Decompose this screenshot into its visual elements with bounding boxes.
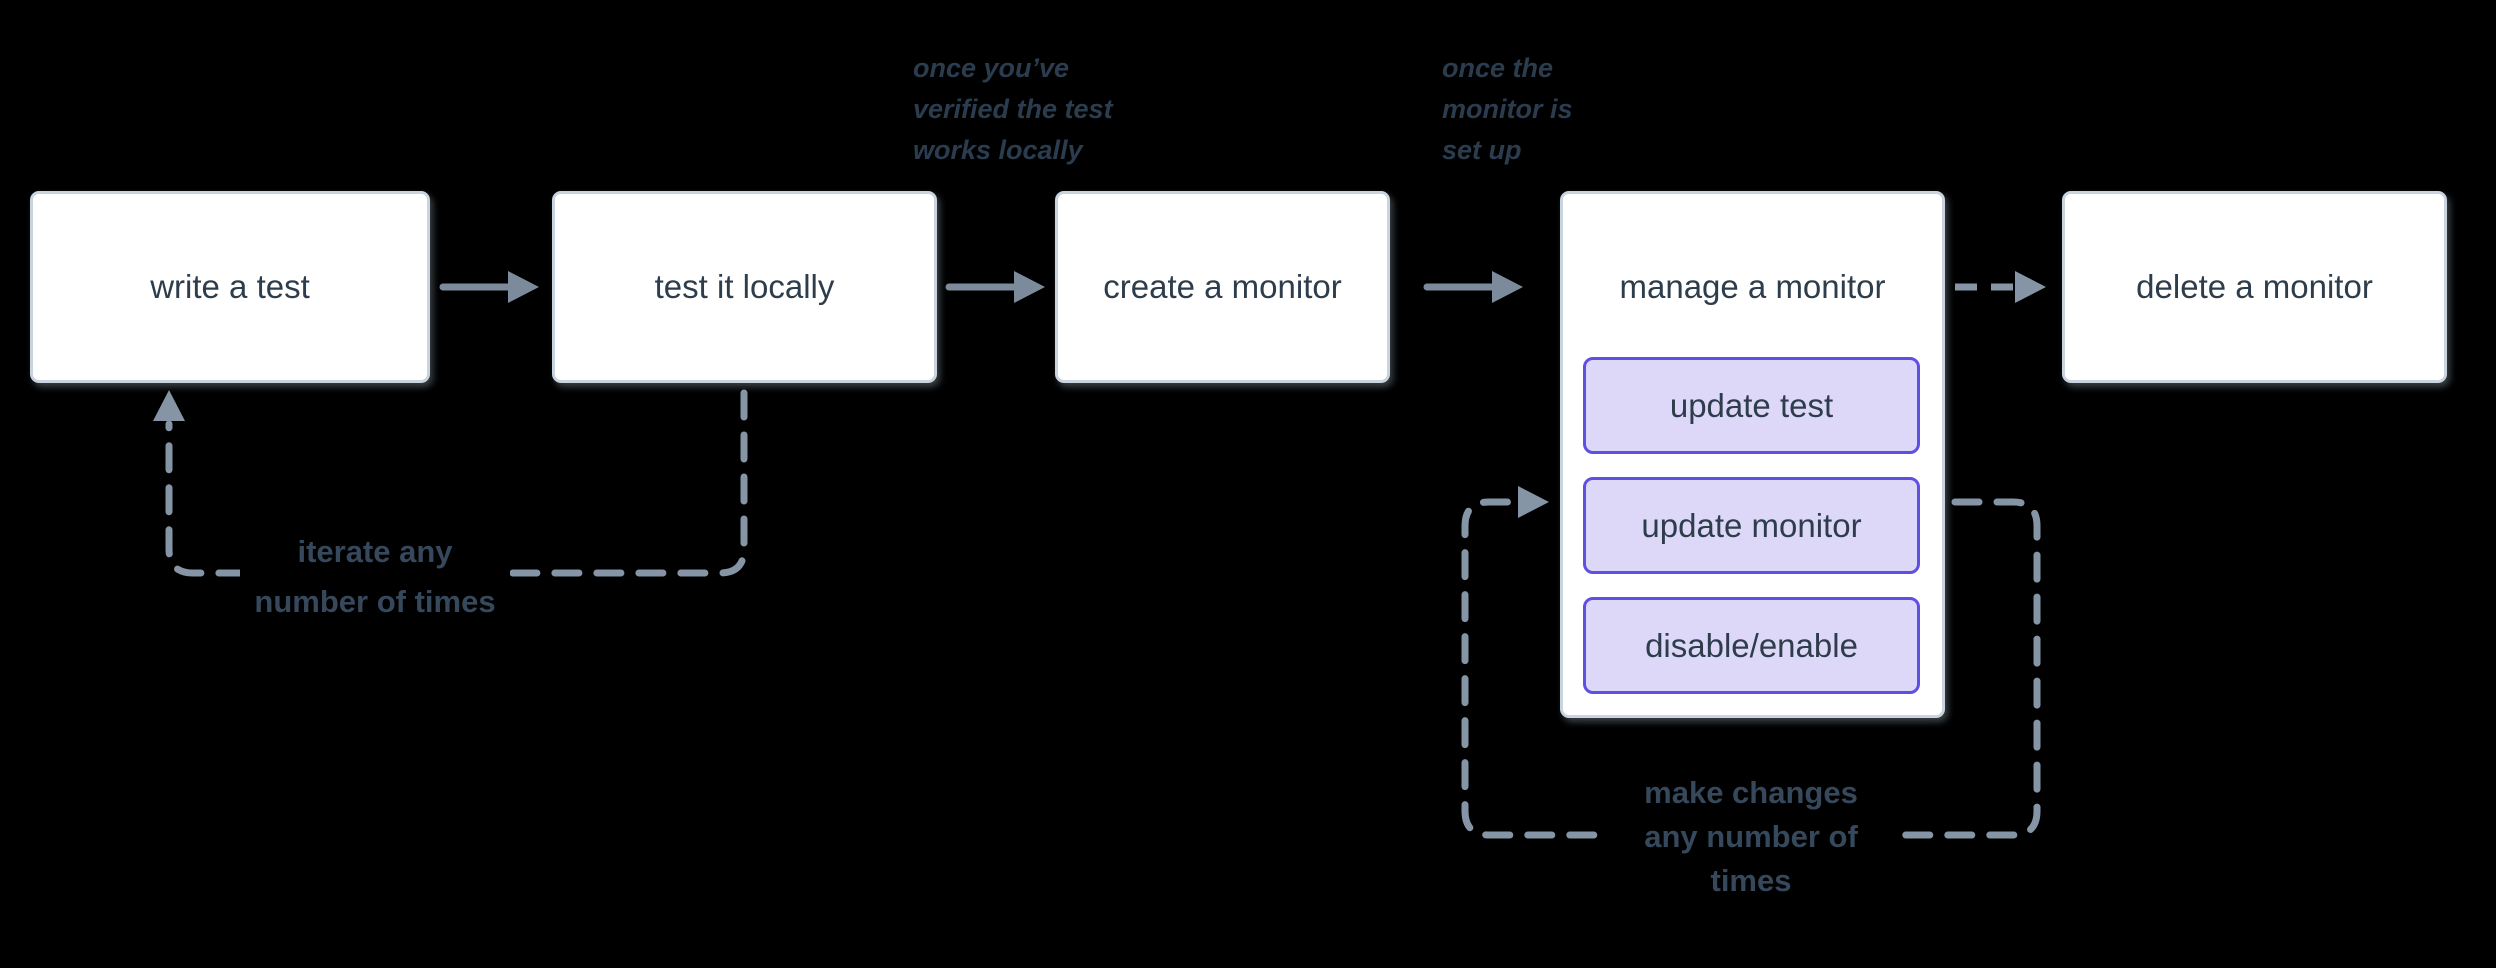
annotation-line: monitor is (1442, 94, 1573, 124)
node-label: write a test (150, 268, 310, 305)
node-create-a-monitor: create a monitor (1055, 191, 1390, 383)
loop-label-line: make changes (1644, 775, 1858, 810)
node-test-it-locally: test it locally (552, 191, 937, 383)
annotation-line: once you’ve (913, 53, 1070, 83)
action-update-test: update test (1583, 357, 1920, 454)
loop-label-iterate: iterate any number of times (240, 527, 510, 627)
annotation-line: verified the test (913, 94, 1113, 124)
loop-iterate (153, 389, 748, 577)
node-delete-a-monitor: delete a monitor (2062, 191, 2447, 383)
loop-make-changes-arrowhead (1518, 486, 1549, 518)
arrow-write-to-test (439, 271, 539, 303)
node-label: create a monitor (1103, 268, 1342, 305)
loop-iterate-arrowhead (153, 390, 185, 421)
action-update-monitor: update monitor (1583, 477, 1920, 574)
action-label: update monitor (1641, 506, 1862, 544)
annotation-once-monitor-set-up: once the monitor is set up (1442, 48, 1573, 171)
loop-label-make-changes: make changes any number of times (1601, 771, 1901, 903)
annotation-line: once the (1442, 53, 1554, 83)
arrow-test-to-create (945, 271, 1045, 303)
node-write-a-test: write a test (30, 191, 430, 383)
arrow-create-to-manage (1423, 271, 1523, 303)
annotation-line: set up (1442, 135, 1522, 165)
loop-label-line: any number of (1644, 819, 1858, 854)
loop-label-line: iterate any (297, 534, 453, 569)
node-manage-a-monitor: manage a monitor update test update moni… (1560, 191, 1945, 718)
loop-label-line: times (1710, 863, 1792, 898)
loop-iterate-path (165, 389, 748, 577)
action-disable-enable: disable/enable (1583, 597, 1920, 694)
loop-label-line: number of times (254, 584, 496, 619)
action-label: update test (1669, 386, 1834, 424)
dashed-arrow-manage-to-delete (1955, 271, 2046, 303)
annotation-line: works locally (913, 135, 1083, 165)
node-label: manage a monitor (1619, 268, 1886, 305)
node-label: delete a monitor (2136, 268, 2373, 305)
node-label: test it locally (654, 268, 835, 305)
action-label: disable/enable (1645, 626, 1858, 664)
annotation-once-verified: once you’ve verified the test works loca… (913, 48, 1113, 171)
